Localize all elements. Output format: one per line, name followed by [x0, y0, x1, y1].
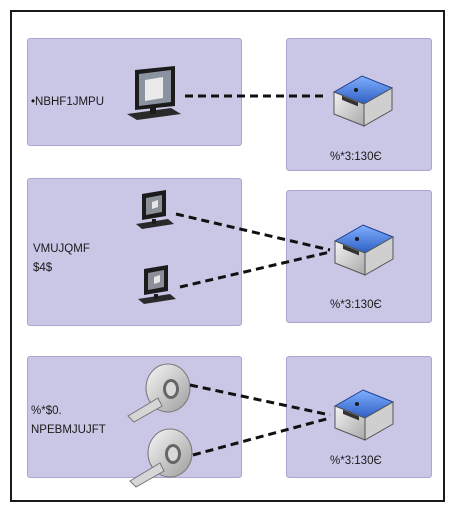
source-label-2b: $4$: [33, 262, 53, 274]
target-label-3: %*3:130Є: [330, 455, 382, 467]
printer-device-icon-1: [333, 75, 393, 127]
printer-device-icon-3: [334, 389, 394, 441]
connection-line-3b: [192, 416, 331, 457]
source-label-2a: VMUJQMF: [33, 243, 90, 255]
source-panel-2: [27, 178, 242, 326]
computer-icon-2: [138, 265, 176, 304]
ct-scanner-icon-1: [127, 363, 191, 423]
workstation-icon: [127, 66, 181, 120]
source-label-3b: NPEBMJUJFT: [31, 424, 106, 436]
connection-line-3a: [189, 383, 331, 417]
target-label-2: %*3:130Є: [330, 299, 382, 311]
source-label-1: •NBHF1JMPU: [31, 96, 105, 108]
source-label-3a: %*$0.: [31, 405, 62, 417]
target-label-1: %*3:130Є: [330, 151, 382, 163]
connection-line-2b: [179, 250, 331, 289]
source-panel-1: [27, 38, 242, 146]
ct-scanner-icon-2: [129, 428, 193, 488]
printer-device-icon-2: [334, 224, 394, 276]
connection-line-2a: [175, 212, 331, 252]
computer-icon-1: [136, 190, 174, 229]
